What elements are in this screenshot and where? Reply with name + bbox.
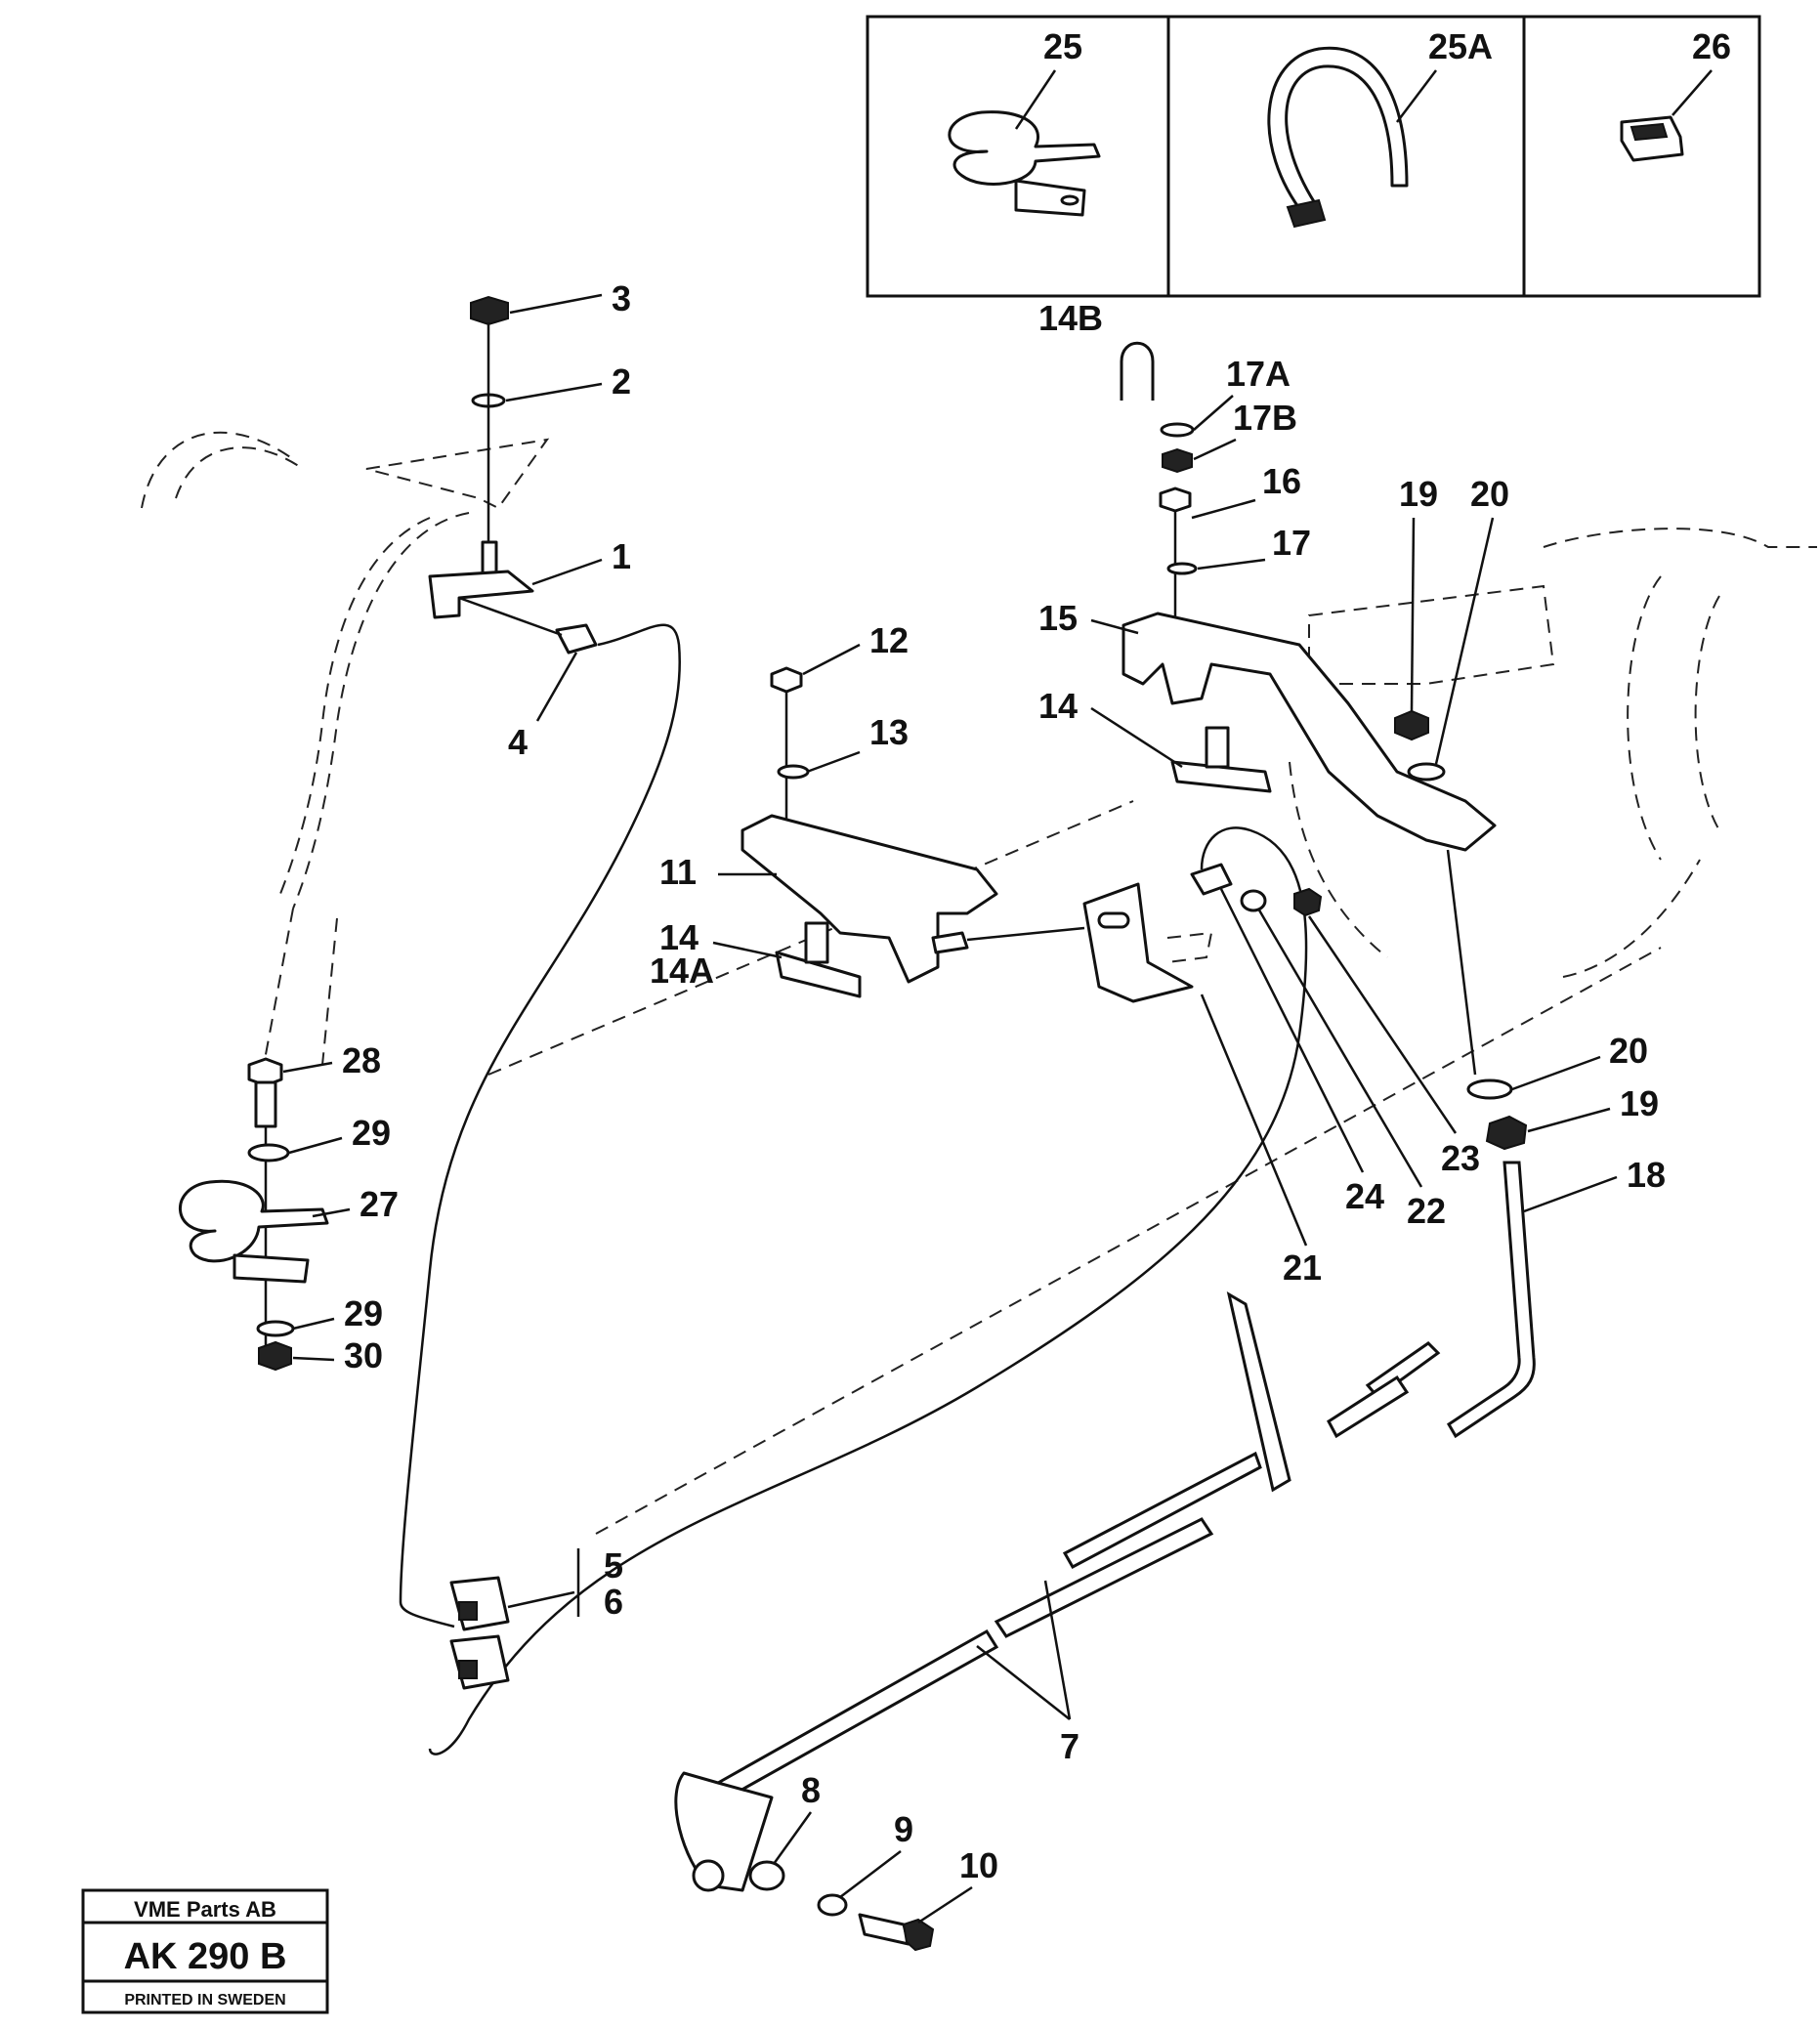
label-19: 19 [1620, 1083, 1659, 1123]
label-29: 29 [344, 1293, 383, 1333]
support-icon [1170, 760, 1272, 793]
label-1: 1 [612, 536, 631, 576]
label-12: 12 [869, 620, 909, 660]
label-4: 4 [508, 722, 528, 762]
bracket-assembly-21 [428, 826, 1323, 1755]
washer-icon [1466, 1078, 1513, 1100]
washer-icon [1166, 562, 1198, 575]
label-14: 14 [659, 917, 698, 957]
label-18: 18 [1627, 1155, 1666, 1195]
inset-panel: 25 25A 26 [866, 15, 1761, 298]
stamp-company: VME Parts AB [134, 1897, 276, 1922]
nut-icon [470, 295, 509, 326]
label-28: 28 [342, 1040, 381, 1080]
stamp-printed: PRINTED IN SWEDEN [124, 1992, 285, 2009]
stamp-code: AK 290 B [124, 1936, 287, 1977]
label-2: 2 [612, 361, 631, 402]
rod-assembly-18 [1365, 1078, 1536, 1439]
label-13: 13 [869, 712, 909, 752]
label-25: 25 [1043, 26, 1082, 66]
label-17: 17 [1272, 523, 1311, 563]
connector-assembly-5-6 [449, 1576, 510, 1690]
nut-icon [1394, 709, 1429, 741]
label-17B: 17B [1233, 398, 1297, 438]
label-29: 29 [352, 1113, 391, 1153]
washer-icon [247, 1143, 290, 1163]
label-14B: 14B [1038, 298, 1103, 338]
label-6: 6 [604, 1582, 623, 1622]
label-14: 14 [1038, 686, 1078, 726]
label-21: 21 [1283, 1248, 1322, 1288]
nut-icon [1485, 1115, 1528, 1151]
label-15: 15 [1038, 598, 1078, 638]
support-icon [775, 951, 862, 998]
sensor-icon [555, 623, 598, 655]
washer-icon [777, 764, 810, 780]
label-25A: 25A [1428, 26, 1493, 66]
label-23: 23 [1441, 1138, 1480, 1178]
clip-icon [1620, 115, 1684, 162]
label-16: 16 [1262, 461, 1301, 501]
label-3: 3 [612, 278, 631, 318]
label-10: 10 [959, 1845, 998, 1885]
nut-icon [258, 1340, 292, 1372]
bracket-icon [1122, 612, 1497, 852]
label-30: 30 [344, 1335, 383, 1375]
threaded-rod-icon [1446, 1161, 1536, 1439]
label-20: 20 [1470, 474, 1509, 514]
lever-flag-icon [1226, 1290, 1291, 1493]
lever-assembly-7 [674, 1290, 1410, 1952]
label-27: 27 [360, 1184, 399, 1224]
washer-icon [1240, 889, 1267, 912]
cable-tie-icon [1267, 46, 1409, 229]
bolt-icon [770, 666, 803, 694]
nut-icon [1293, 887, 1323, 917]
label-5: 5 [604, 1545, 623, 1586]
bracket-assembly-11 [741, 666, 1085, 998]
background-outline [141, 431, 1817, 1535]
bolt-icon [247, 1057, 283, 1087]
label-20: 20 [1609, 1031, 1648, 1071]
label-8: 8 [801, 1770, 821, 1810]
label-19: 19 [1399, 474, 1438, 514]
bracket-assembly-15 [1120, 341, 1497, 1076]
label-17A: 17A [1226, 354, 1291, 394]
label-24: 24 [1345, 1176, 1384, 1216]
label-14A: 14A [650, 951, 714, 991]
bolt-icon [858, 1913, 910, 1946]
label-26: 26 [1692, 26, 1731, 66]
washer-icon [1160, 422, 1195, 438]
bracket-icon [428, 570, 534, 619]
label-9: 9 [894, 1809, 913, 1849]
label-11: 11 [659, 852, 697, 892]
washer-icon [256, 1320, 295, 1337]
sensor-icon [1190, 863, 1233, 896]
label-7: 7 [1060, 1726, 1079, 1766]
bushing-icon [748, 1860, 785, 1891]
clamp-assembly-27 [179, 1057, 329, 1372]
washer-icon [817, 1893, 848, 1917]
hose-clamp-icon [948, 110, 1101, 217]
title-stamp: VME Parts AB AK 290 B PRINTED IN SWEDEN [81, 1888, 329, 2014]
sensor-cable [399, 623, 681, 1628]
inset-frame [866, 15, 1761, 298]
bolt-icon [1159, 486, 1192, 513]
angle-bracket-icon [1082, 882, 1194, 1003]
u-bolt-icon [1120, 341, 1155, 401]
hose-clamp-icon [179, 1179, 329, 1263]
bracket-assembly-1 [428, 295, 598, 655]
sensor-cable [428, 826, 1308, 1755]
label-22: 22 [1407, 1191, 1446, 1231]
washer-icon [1407, 762, 1446, 782]
nut-icon [1162, 447, 1193, 474]
